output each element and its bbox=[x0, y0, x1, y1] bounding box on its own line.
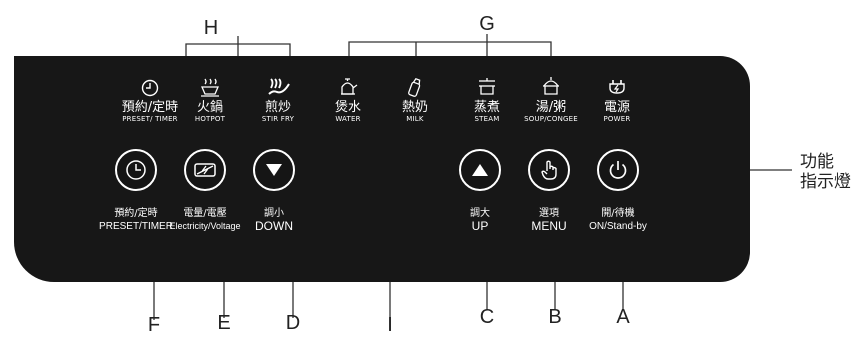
button-label-en: PRESET/TIMER bbox=[99, 221, 173, 232]
callout-h: H bbox=[203, 17, 219, 39]
button-label-en: MENU bbox=[531, 219, 567, 233]
steamer-icon bbox=[432, 74, 542, 98]
mode-cn: 火鍋 bbox=[196, 100, 223, 115]
callout-g: G bbox=[479, 13, 495, 35]
kettle-icon bbox=[293, 74, 403, 98]
indicator-line-2: 指示燈 bbox=[800, 172, 851, 192]
callout-f: F bbox=[147, 314, 161, 336]
hand-pointer-icon bbox=[539, 159, 559, 181]
mode-en: PRESET/ TIMER bbox=[122, 115, 178, 123]
callout-i: I bbox=[387, 314, 393, 336]
electricity-voltage-label: 電量/電壓 Electricity/Voltage bbox=[145, 207, 265, 233]
mode-cn: 煲水 bbox=[334, 100, 361, 115]
mode-cn: 湯/粥 bbox=[535, 100, 567, 115]
electricity-voltage-button[interactable] bbox=[184, 149, 226, 191]
mode-hotpot: 火鍋 HOTPOT bbox=[155, 74, 265, 124]
clock-icon bbox=[125, 159, 147, 181]
mode-preset-timer: 預約/定時 PRESET/ TIMER bbox=[95, 74, 205, 124]
button-label-en: DOWN bbox=[255, 219, 293, 233]
button-label-cn: 選項 bbox=[539, 208, 559, 219]
button-label-cn: 調小 bbox=[264, 208, 284, 219]
on-standby-button[interactable] bbox=[597, 149, 639, 191]
indicator-line-1: 功能 bbox=[800, 152, 834, 172]
callout-b: B bbox=[548, 306, 562, 328]
menu-label: 選項 MENU bbox=[489, 207, 609, 233]
mode-power: 電源 POWER bbox=[562, 74, 672, 124]
down-button[interactable] bbox=[253, 149, 295, 191]
mode-en: SOUP/CONGEE bbox=[524, 115, 578, 123]
button-label-cn: 預約/定時 bbox=[114, 208, 158, 219]
clock-icon bbox=[95, 74, 205, 98]
callout-d: D bbox=[285, 312, 301, 334]
on-standby-label: 開/待機 ON/Stand-by bbox=[558, 207, 678, 233]
soup-pot-icon bbox=[496, 74, 606, 98]
callout-a: A bbox=[616, 306, 630, 328]
mode-en: HOTPOT bbox=[194, 115, 226, 123]
power-plug-icon bbox=[562, 74, 672, 98]
triangle-down-icon bbox=[265, 163, 283, 177]
milk-bottle-icon bbox=[360, 74, 470, 98]
mode-soup-congee: 湯/粥 SOUP/CONGEE bbox=[496, 74, 606, 124]
power-icon bbox=[607, 159, 629, 181]
mode-cn: 蒸煮 bbox=[473, 100, 500, 115]
stir-fry-icon bbox=[223, 74, 333, 98]
button-label-en: UP bbox=[471, 219, 489, 233]
mode-cn: 熱奶 bbox=[401, 100, 428, 115]
preset-timer-button[interactable] bbox=[115, 149, 157, 191]
mode-en: MILK bbox=[406, 115, 424, 123]
menu-button[interactable] bbox=[528, 149, 570, 191]
power-meter-icon bbox=[193, 159, 217, 181]
mode-steam: 蒸煮 STEAM bbox=[432, 74, 542, 124]
mode-cn: 電源 bbox=[603, 100, 630, 115]
callout-e: E bbox=[217, 312, 231, 334]
preset-timer-label: 預約/定時 PRESET/TIMER bbox=[76, 207, 196, 233]
button-label-cn: 調大 bbox=[470, 208, 490, 219]
mode-en: POWER bbox=[603, 115, 631, 123]
hotpot-icon bbox=[155, 74, 265, 98]
callout-c: C bbox=[479, 306, 495, 328]
mode-cn: 預約/定時 bbox=[121, 100, 179, 115]
button-label-en: ON/Stand-by bbox=[589, 221, 647, 232]
mode-milk: 熱奶 MILK bbox=[360, 74, 470, 124]
mode-stir-fry: 煎炒 STIR FRY bbox=[223, 74, 333, 124]
mode-water: 煲水 WATER bbox=[293, 74, 403, 124]
function-indicator-label: 功能 指示燈 bbox=[800, 152, 851, 192]
mode-en: STIR FRY bbox=[261, 115, 295, 123]
button-label-en: Electricity/Voltage bbox=[169, 221, 241, 231]
triangle-up-icon bbox=[471, 163, 489, 177]
mode-cn: 煎炒 bbox=[264, 100, 291, 115]
button-label-cn: 開/待機 bbox=[601, 208, 635, 219]
button-label-cn: 電量/電壓 bbox=[183, 208, 227, 219]
up-button[interactable] bbox=[459, 149, 501, 191]
up-label: 調大 UP bbox=[420, 207, 540, 233]
mode-en: STEAM bbox=[474, 115, 500, 123]
mode-en: WATER bbox=[335, 115, 361, 123]
down-label: 調小 DOWN bbox=[214, 207, 334, 233]
